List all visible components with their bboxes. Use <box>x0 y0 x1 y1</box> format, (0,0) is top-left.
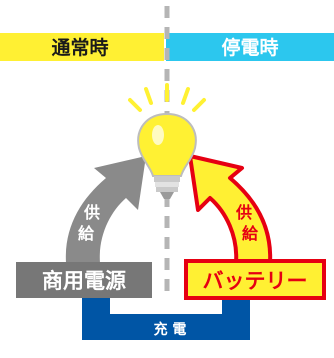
commercial-supply-char-2: 給 <box>78 224 95 243</box>
battery-supply-char-1: 供 <box>235 203 252 222</box>
commercial-power-label: 商用電源 <box>42 269 126 293</box>
normal-time-header <box>0 33 164 61</box>
outage-time-label: 停電時 <box>221 36 278 59</box>
normal-time-label: 通常時 <box>51 36 108 59</box>
commercial-power-box <box>16 262 152 298</box>
light-rays-icon <box>128 83 206 112</box>
commercial-supply-char-1: 供 <box>83 203 100 222</box>
commercial-supply-arrow <box>65 156 146 263</box>
charge-label: 充 電 <box>154 321 187 338</box>
lightbulb-icon <box>137 112 197 199</box>
battery-supply-arrow <box>188 154 273 265</box>
battery-box <box>184 259 326 300</box>
outage-time-header <box>166 33 334 61</box>
battery-label: バッテリー <box>203 269 308 293</box>
battery-supply-char-2: 給 <box>242 224 259 243</box>
